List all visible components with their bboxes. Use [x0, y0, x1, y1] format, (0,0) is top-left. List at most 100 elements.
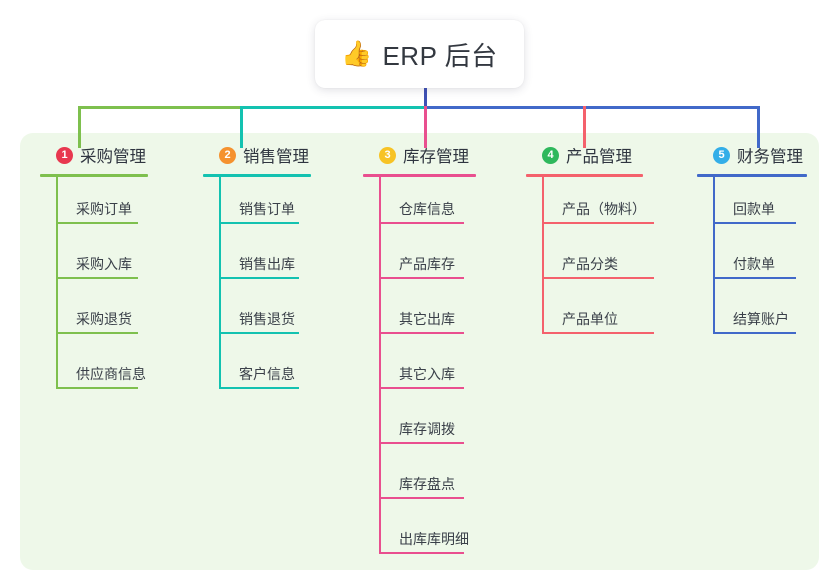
leaf-item[interactable]: 销售退货	[219, 287, 353, 342]
leaf-underline	[713, 222, 796, 224]
column-header-4[interactable]: 4 产品管理	[526, 142, 686, 168]
leaf-underline	[219, 277, 299, 279]
column-badge-5: 5	[713, 146, 730, 164]
leaf-underline	[56, 387, 138, 389]
column-spine-4	[542, 177, 544, 334]
leaf-underline	[542, 332, 654, 334]
drop-teal	[240, 106, 243, 148]
leaf-underline	[379, 552, 464, 554]
leaf-underline	[219, 387, 299, 389]
drop-pink	[424, 106, 427, 148]
column-5: 5 财务管理回款单付款单结算账户	[697, 142, 839, 342]
root-drop-line	[424, 88, 427, 106]
column-badge-4: 4	[542, 146, 559, 164]
column-children-1: 采购订单采购入库采购退货供应商信息	[40, 177, 190, 397]
leaf-underline	[379, 497, 464, 499]
leaf-label: 结算账户	[733, 311, 789, 327]
leaf-item[interactable]: 回款单	[713, 177, 839, 232]
leaf-item[interactable]: 销售订单	[219, 177, 353, 232]
leaf-item[interactable]: 其它出库	[379, 287, 513, 342]
leaf-item[interactable]: 仓库信息	[379, 177, 513, 232]
column-2: 2 销售管理销售订单销售出库销售退货客户信息	[203, 142, 353, 397]
column-header-1[interactable]: 1 采购管理	[40, 142, 190, 168]
leaf-item[interactable]: 客户信息	[219, 342, 353, 397]
leaf-label: 产品（物料）	[562, 201, 646, 217]
root-title: ERP 后台	[382, 40, 498, 71]
leaf-label: 仓库信息	[399, 201, 455, 217]
root-node[interactable]: 👍 ERP 后台	[315, 20, 524, 88]
leaf-label: 采购订单	[76, 201, 132, 217]
column-spine-3	[379, 177, 381, 554]
column-badge-3: 3	[379, 146, 396, 164]
leaf-label: 采购入库	[76, 256, 132, 272]
leaf-item[interactable]: 付款单	[713, 232, 839, 287]
leaf-label: 销售订单	[239, 201, 295, 217]
column-children-5: 回款单付款单结算账户	[697, 177, 839, 342]
leaf-underline	[379, 277, 464, 279]
column-4: 4 产品管理产品（物料） 产品分类产品单位	[526, 142, 686, 342]
leaf-label: 供应商信息	[76, 366, 146, 382]
column-underline-3	[363, 174, 476, 177]
leaf-label: 出库库明细	[399, 531, 469, 547]
leaf-underline	[56, 222, 138, 224]
leaf-underline	[219, 332, 299, 334]
column-title-1: 采购管理	[80, 148, 146, 166]
leaf-label: 产品库存	[399, 256, 455, 272]
column-header-5[interactable]: 5 财务管理	[697, 142, 839, 168]
column-title-4: 产品管理	[566, 148, 632, 166]
column-spine-5	[713, 177, 715, 334]
leaf-item[interactable]: 采购订单	[56, 177, 190, 232]
column-title-3: 库存管理	[403, 148, 469, 166]
drop-blue	[757, 106, 760, 148]
leaf-underline	[379, 387, 464, 389]
bar-green	[78, 106, 240, 109]
leaf-underline	[713, 277, 796, 279]
leaf-item[interactable]: 产品分类	[542, 232, 686, 287]
leaf-label: 客户信息	[239, 366, 295, 382]
leaf-underline	[56, 277, 138, 279]
leaf-item[interactable]: 库存调拨	[379, 397, 513, 452]
column-children-3: 仓库信息产品库存其它出库其它入库库存调拨库存盘点出库库明细	[363, 177, 513, 562]
column-spine-1	[56, 177, 58, 389]
leaf-label: 库存盘点	[399, 476, 455, 492]
column-underline-1	[40, 174, 148, 177]
leaf-item[interactable]: 产品库存	[379, 232, 513, 287]
column-underline-2	[203, 174, 311, 177]
thumbs-up-icon: 👍	[341, 39, 373, 68]
leaf-item[interactable]: 产品单位	[542, 287, 686, 342]
leaf-item[interactable]: 销售出库	[219, 232, 353, 287]
leaf-item[interactable]: 采购入库	[56, 232, 190, 287]
leaf-item[interactable]: 库存盘点	[379, 452, 513, 507]
leaf-label: 回款单	[733, 201, 775, 217]
leaf-underline	[542, 277, 654, 279]
leaf-label: 销售出库	[239, 256, 295, 272]
column-header-3[interactable]: 3 库存管理	[363, 142, 513, 168]
leaf-item[interactable]: 产品（物料）	[542, 177, 686, 232]
leaf-underline	[56, 332, 138, 334]
leaf-underline	[379, 442, 464, 444]
leaf-label: 其它入库	[399, 366, 455, 382]
leaf-label: 销售退货	[239, 311, 295, 327]
leaf-underline	[542, 222, 654, 224]
leaf-item[interactable]: 结算账户	[713, 287, 839, 342]
column-children-4: 产品（物料） 产品分类产品单位	[526, 177, 686, 342]
column-badge-2: 2	[219, 146, 236, 164]
bar-blue	[424, 106, 760, 109]
leaf-item[interactable]: 采购退货	[56, 287, 190, 342]
column-spine-2	[219, 177, 221, 389]
column-badge-1: 1	[56, 146, 73, 164]
leaf-underline	[379, 332, 464, 334]
column-title-5: 财务管理	[737, 148, 803, 166]
column-header-2[interactable]: 2 销售管理	[203, 142, 353, 168]
leaf-underline	[713, 332, 796, 334]
leaf-label: 产品分类	[562, 256, 618, 272]
leaf-item[interactable]: 供应商信息	[56, 342, 190, 397]
drop-green	[78, 106, 81, 148]
column-underline-5	[697, 174, 807, 177]
column-title-2: 销售管理	[243, 148, 309, 166]
leaf-item[interactable]: 出库库明细	[379, 507, 513, 562]
leaf-item[interactable]: 其它入库	[379, 342, 513, 397]
leaf-underline	[219, 222, 299, 224]
bar-teal	[240, 106, 424, 109]
